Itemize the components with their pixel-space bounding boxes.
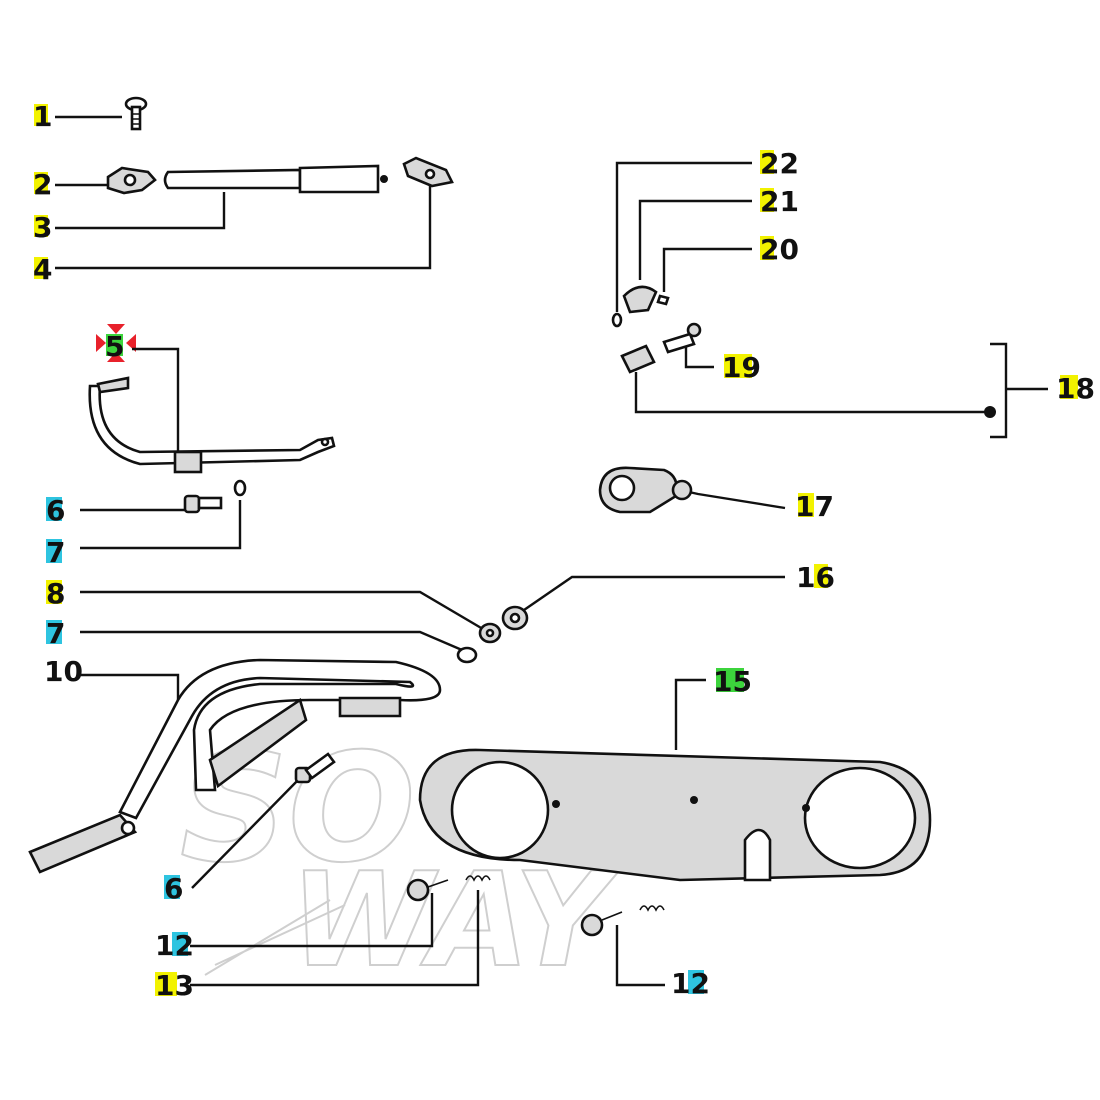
part-7-8-16-nuts — [456, 605, 529, 664]
label-6-second: 6 — [164, 872, 183, 905]
label-7: 7 — [46, 536, 65, 569]
label-19: 19 — [722, 351, 761, 384]
label-highlights — [34, 104, 1078, 996]
callout-labels: 1 2 3 4 5 6 7 8 7 10 6 12 13 12 15 16 17… — [33, 100, 1095, 1002]
highlight-8 — [46, 580, 62, 604]
highlight-7a — [46, 539, 62, 563]
part-19-22-small-parts — [611, 285, 702, 374]
highlight-2 — [34, 172, 48, 194]
label-8: 8 — [46, 577, 65, 610]
part-15-chain-guard — [418, 748, 932, 882]
label-12-second: 12 — [671, 967, 710, 1000]
highlight-1 — [34, 104, 48, 126]
part-7-washer — [233, 479, 247, 497]
highlight-16 — [814, 564, 828, 588]
highlight-18 — [1060, 375, 1078, 399]
label-12: 12 — [155, 929, 194, 962]
marker-arrow — [126, 334, 136, 352]
label-2: 2 — [33, 168, 52, 201]
highlight-3 — [34, 215, 48, 237]
label-13: 13 — [155, 969, 194, 1002]
highlight-15 — [716, 668, 744, 692]
label-4: 4 — [33, 253, 52, 286]
label-21: 21 — [760, 185, 799, 218]
highlight-12a — [172, 932, 188, 956]
label-10: 10 — [44, 655, 83, 688]
label-15: 15 — [713, 665, 752, 698]
marker-arrow — [96, 334, 106, 352]
watermark: SO WAY — [179, 721, 621, 997]
watermark-line-2: WAY — [290, 844, 620, 996]
label-18: 18 — [1056, 372, 1095, 405]
part-5-stand — [88, 376, 336, 474]
highlight-22 — [760, 150, 774, 174]
part-6-bolt-lower — [294, 752, 336, 784]
parts — [28, 96, 932, 937]
highlight-5 — [106, 334, 123, 356]
highlight-12b — [688, 970, 704, 994]
label-3: 3 — [33, 211, 52, 244]
label-5: 5 — [105, 330, 124, 363]
watermark-swoosh — [204, 899, 346, 976]
marker-arrow — [107, 352, 125, 362]
highlight-13 — [155, 972, 177, 996]
leader-dot-18 — [984, 406, 996, 418]
highlight-6b — [164, 875, 180, 899]
part-2-bracket — [106, 166, 157, 195]
label-1: 1 — [33, 100, 52, 133]
part-17-clamp — [598, 466, 693, 514]
part-4-clip — [402, 156, 454, 188]
label-16: 16 — [796, 561, 835, 594]
marker-arrow — [107, 324, 125, 334]
label-7-second: 7 — [46, 617, 65, 650]
label-17: 17 — [795, 490, 834, 523]
label-22: 22 — [760, 147, 799, 180]
part-1-bolt — [124, 96, 148, 131]
highlight-21 — [760, 188, 774, 212]
highlight-20 — [760, 236, 774, 260]
label-20: 20 — [760, 233, 799, 266]
highlight-19 — [724, 354, 752, 378]
highlight-17 — [798, 493, 814, 517]
part-10-kickstand — [28, 658, 442, 874]
highlight-4 — [34, 257, 48, 279]
part-12-13-knobs-springs — [406, 875, 665, 937]
highlight-7b — [46, 620, 62, 644]
watermark-line-1: SO — [180, 722, 416, 896]
part-6-bolt — [183, 494, 223, 514]
highlight-6a — [46, 497, 62, 521]
selection-marker — [96, 324, 136, 362]
label-6: 6 — [46, 494, 65, 527]
part-3-rod — [163, 164, 388, 194]
